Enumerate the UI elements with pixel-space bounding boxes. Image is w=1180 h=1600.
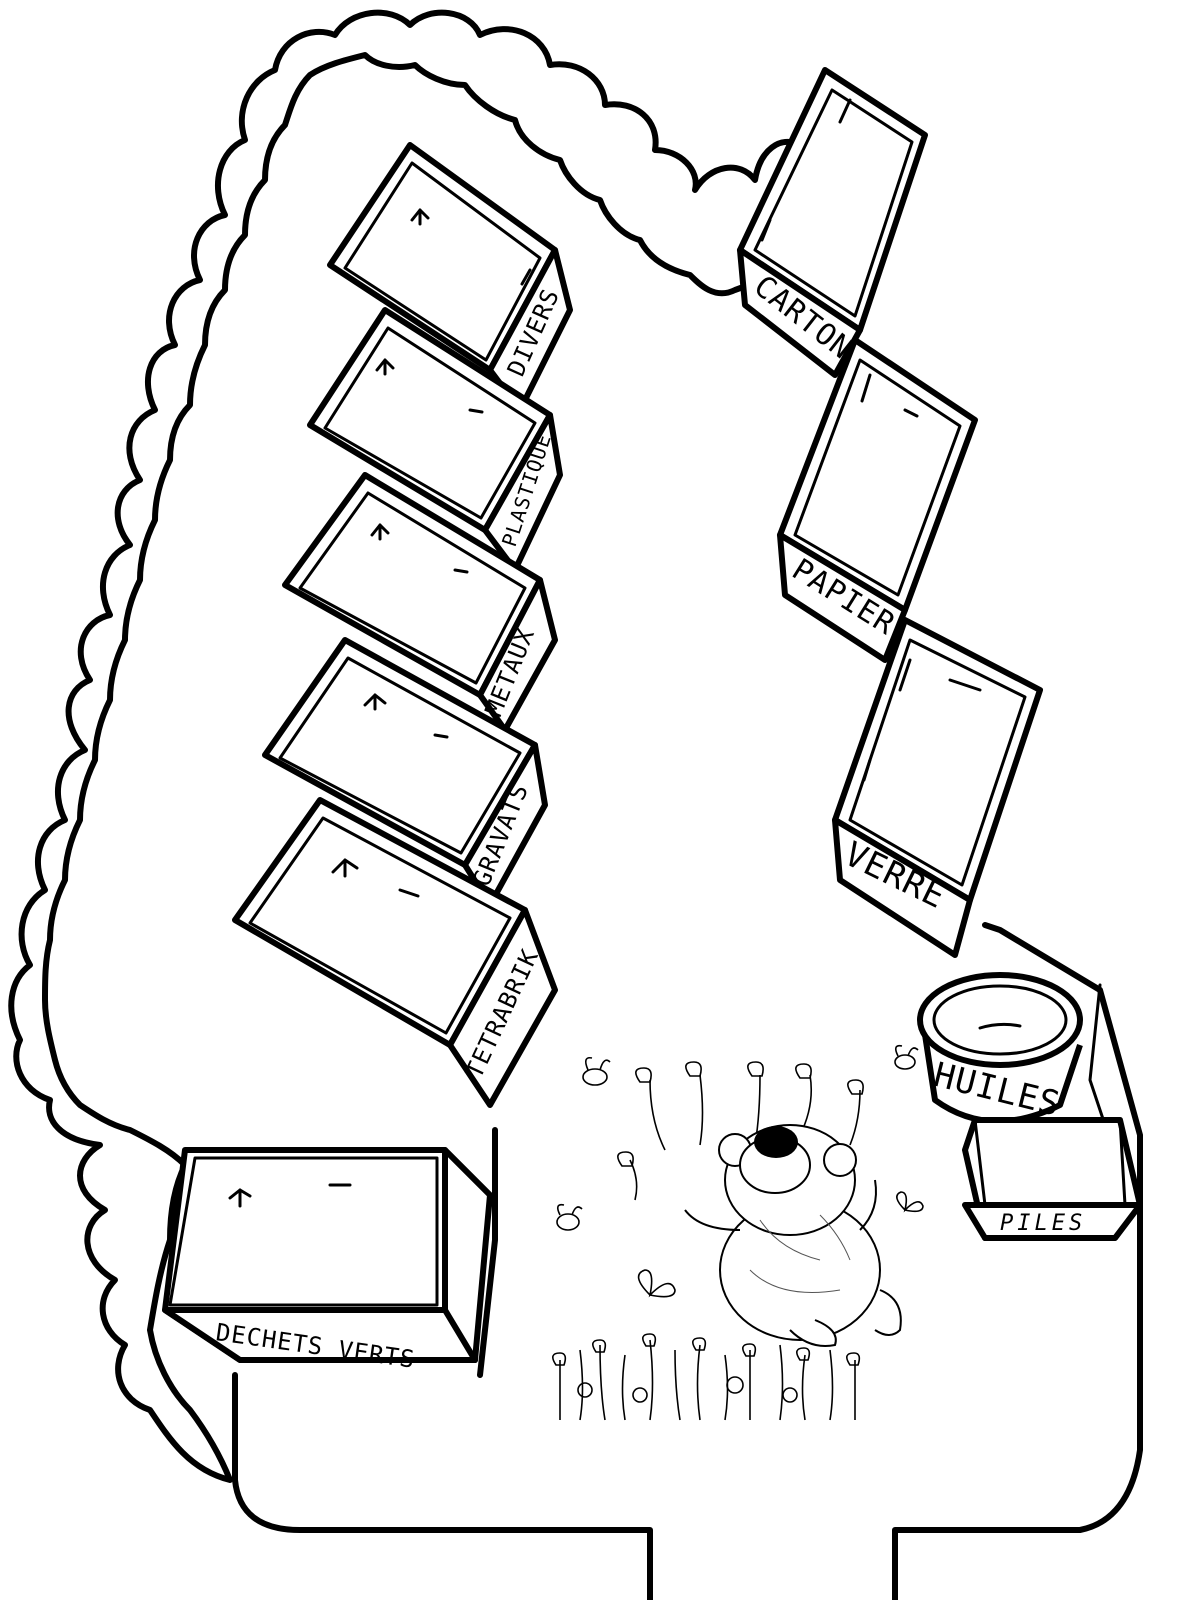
bee-icon	[582, 1056, 611, 1086]
bee-icon	[894, 1044, 919, 1070]
container-huiles: HUILES	[917, 972, 1083, 1125]
container-papier: PAPIER	[777, 337, 978, 663]
access-road-right	[892, 1227, 1143, 1600]
butterfly-icon	[637, 1269, 676, 1298]
container-piles: PILES	[962, 1117, 1143, 1241]
container-gravats: GRAVATS	[262, 637, 548, 908]
label-piles: PILES	[1000, 1211, 1086, 1236]
teddy-bear-icon	[684, 1124, 902, 1347]
container-dechets-verts: DECHETS VERTS	[162, 1147, 493, 1374]
butterfly-icon	[896, 1191, 924, 1213]
container-metaux: METAUX	[282, 472, 558, 733]
container-plastique: PLASTIQUE	[307, 307, 563, 573]
container-divers: DIVERS	[327, 142, 573, 413]
flower-meadow	[552, 1061, 864, 1421]
container-verre: VERRE	[832, 617, 1043, 958]
container-carton: CARTON	[737, 67, 928, 378]
bee-icon	[556, 1203, 583, 1231]
access-road	[232, 1372, 653, 1600]
road-left-edge	[477, 1127, 498, 1378]
